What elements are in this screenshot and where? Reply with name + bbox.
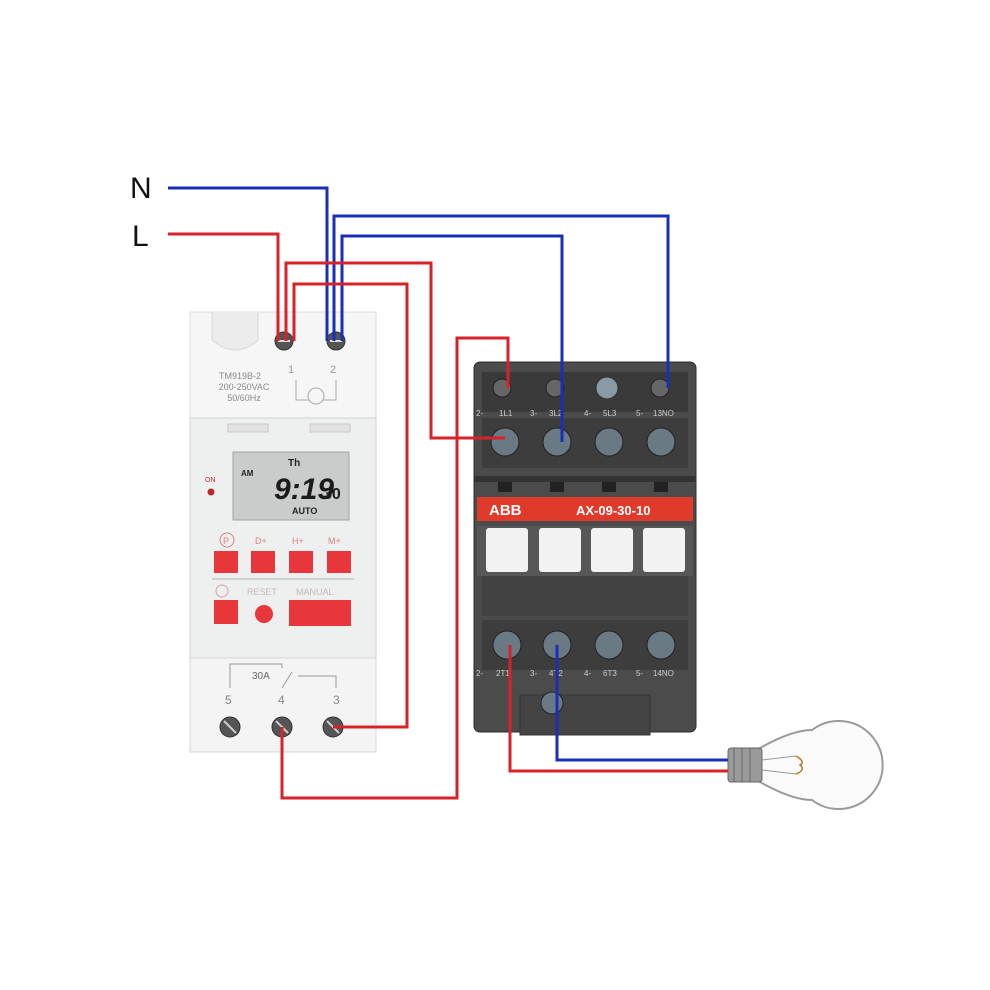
btn-m-label: M+: [328, 536, 341, 546]
top-terminal-4-num: 5-: [636, 409, 643, 418]
hour-plus-button[interactable]: [289, 551, 313, 573]
manual-button[interactable]: [289, 600, 351, 626]
timer-terminal-1-label: 1: [288, 364, 294, 376]
reset-label: RESET: [247, 587, 278, 597]
neutral-to-13NO-wire: [332, 214, 670, 388]
day-plus-button[interactable]: [251, 551, 275, 573]
brand-logo: ABB: [489, 502, 522, 519]
terminal-5L3-screw: [594, 427, 624, 457]
neutral-supply-wire: [168, 186, 329, 341]
bottom-terminal-4-label: 14NO: [653, 669, 674, 678]
timer-terminal-4-label: 4: [278, 693, 285, 707]
minute-plus-button[interactable]: [327, 551, 351, 573]
timer-terminal-5-label: 5: [225, 693, 232, 707]
top-terminal-2-label: 3L2: [549, 409, 563, 418]
timer-4-to-1L1-wire: [280, 336, 510, 800]
top-terminal-1-num: 2-: [476, 409, 483, 418]
bottom-terminal-1-label: 2T1: [496, 669, 510, 678]
top-terminal-2-num: 3-: [530, 409, 537, 418]
bottom-terminal-3-num: 4-: [584, 669, 591, 678]
bottom-terminal-1-num: 2-: [476, 669, 483, 678]
btn-p-label: P: [223, 536, 229, 546]
timer-terminal-2-label: 2: [330, 364, 336, 376]
top-terminal-3-num: 4-: [584, 409, 591, 418]
neutral-to-3L2-wire: [340, 234, 564, 442]
light-bulb: [727, 720, 884, 810]
terminal-3L2-screw: [542, 427, 572, 457]
timer-model: TM919B-2: [219, 371, 261, 381]
top-terminal-1-label: 1L1: [499, 409, 513, 418]
lcd-display: [232, 451, 350, 521]
lcd-mode: AUTO: [292, 506, 317, 516]
timer-freq: 50/60Hz: [227, 393, 261, 403]
lcd-time: 9:19: [274, 473, 334, 506]
aux-screw-top: [595, 376, 619, 400]
lcd-day: Th: [288, 458, 300, 469]
manual-label: MANUAL: [296, 587, 334, 597]
live-label: L: [132, 220, 149, 253]
live-to-timer-3-wire: [292, 282, 409, 729]
4T2-to-bulb-wire: [555, 645, 728, 762]
bottom-terminal-4-num: 5-: [636, 669, 643, 678]
lcd-ampm: AM: [241, 469, 254, 478]
contact-indicator-3: [591, 528, 633, 572]
btn-d-label: D+: [255, 536, 267, 546]
btn-h-label: H+: [292, 536, 304, 546]
contact-indicator-2: [539, 528, 581, 572]
contactor: ABB AX-09-30-10 2- 1L1 3- 3L2 4- 5L3 5- …: [473, 361, 697, 736]
contact-indicator-4: [643, 528, 685, 572]
timer-rating: 200-250VAC: [219, 382, 270, 392]
program-button[interactable]: [214, 551, 238, 573]
contact-indicator-1: [486, 528, 528, 572]
terminal-2T1-screw: [492, 630, 522, 660]
relay-rating: 30A: [252, 671, 270, 682]
timer-terminal-3-label: 3: [333, 693, 340, 707]
2T1-to-bulb-wire: [508, 645, 728, 773]
wires: [168, 186, 728, 800]
terminal-1L1-screw: [490, 427, 520, 457]
terminal-14NO-screw: [646, 630, 676, 660]
bottom-terminal-3-label: 6T3: [603, 669, 617, 678]
brand-stripe: [477, 497, 693, 521]
bottom-terminal-2-num: 3-: [530, 669, 537, 678]
timer-coil-symbol: [307, 387, 325, 405]
model-number: AX-09-30-10: [576, 503, 650, 518]
terminal-13NO-screw: [646, 427, 676, 457]
top-terminal-3-label: 5L3: [603, 409, 617, 418]
digital-timer: TM919B-2 200-250VAC 50/60Hz 1 2 AM Th 9:…: [189, 311, 377, 753]
live-supply-wire: [168, 232, 280, 341]
lcd-seconds: 30: [323, 486, 341, 503]
aux-screw-bottom: [540, 691, 564, 715]
on-label: ON: [205, 477, 216, 484]
terminal-6T3-screw: [594, 630, 624, 660]
top-terminal-4-label: 13NO: [653, 409, 674, 418]
neutral-label: N: [130, 172, 152, 205]
reset-button[interactable]: [255, 605, 273, 623]
clock-button[interactable]: [214, 600, 238, 624]
on-led: [207, 488, 215, 496]
